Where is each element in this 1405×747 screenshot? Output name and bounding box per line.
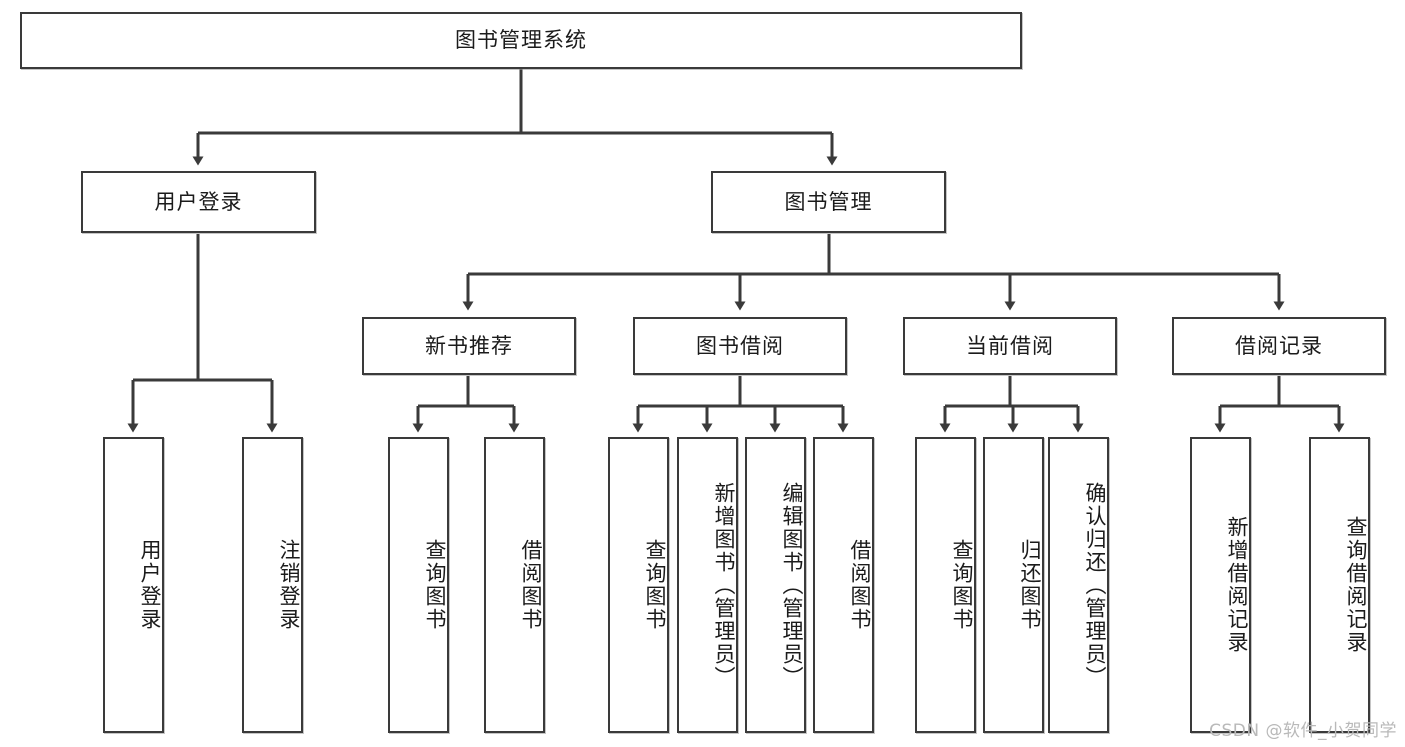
node-book-management-label: 图书管理 (784, 189, 873, 214)
leaf-user-login-login[interactable]: 用户登录 (103, 437, 164, 733)
leaf-borrow-record-add-record[interactable]: 新增借阅记录 (1190, 437, 1251, 733)
leaf-label: 编辑图书（管理员） (780, 481, 804, 689)
node-user-login-label: 用户登录 (154, 189, 243, 214)
leaf-label: 借阅图书 (519, 539, 543, 631)
leaf-label: 用户登录 (138, 539, 162, 631)
leaf-label: 查询图书 (950, 539, 974, 631)
leaf-borrow-record-query-record[interactable]: 查询借阅记录 (1309, 437, 1370, 733)
leaf-book-borrow-query-book[interactable]: 查询图书 (608, 437, 669, 733)
leaf-label: 查询借阅记录 (1344, 516, 1368, 654)
leaf-current-borrow-query-book[interactable]: 查询图书 (915, 437, 976, 733)
node-book-borrow-label: 图书借阅 (696, 333, 784, 358)
leaf-label: 确认归还（管理员） (1083, 481, 1107, 689)
node-borrow-record[interactable]: 借阅记录 (1172, 317, 1386, 375)
node-book-borrow[interactable]: 图书借阅 (633, 317, 847, 375)
leaf-user-login-logout[interactable]: 注销登录 (242, 437, 303, 733)
leaf-new-book-query-book[interactable]: 查询图书 (388, 437, 449, 733)
leaf-current-borrow-confirm-return-admin[interactable]: 确认归还（管理员） (1048, 437, 1109, 733)
csdn-watermark: CSDN @软件_小贺同学 (1209, 721, 1397, 741)
leaf-label: 借阅图书 (848, 539, 872, 631)
leaf-label: 新增借阅记录 (1225, 516, 1249, 654)
leaf-book-borrow-edit-book-admin[interactable]: 编辑图书（管理员） (745, 437, 806, 733)
leaf-current-borrow-return-book[interactable]: 归还图书 (983, 437, 1044, 733)
leaf-label: 查询图书 (643, 539, 667, 631)
leaf-label: 新增图书（管理员） (712, 481, 736, 689)
leaf-new-book-borrow-book[interactable]: 借阅图书 (484, 437, 545, 733)
node-user-login[interactable]: 用户登录 (81, 171, 316, 233)
node-borrow-record-label: 借阅记录 (1235, 333, 1323, 358)
leaf-label: 查询图书 (423, 539, 447, 631)
leaf-label: 注销登录 (277, 539, 301, 631)
leaf-book-borrow-borrow-book[interactable]: 借阅图书 (813, 437, 874, 733)
leaf-book-borrow-add-book-admin[interactable]: 新增图书（管理员） (677, 437, 738, 733)
node-current-borrow[interactable]: 当前借阅 (903, 317, 1117, 375)
node-new-book-recommend-label: 新书推荐 (425, 333, 513, 358)
leaf-label: 归还图书 (1018, 539, 1042, 631)
node-book-management[interactable]: 图书管理 (711, 171, 946, 233)
node-new-book-recommend[interactable]: 新书推荐 (362, 317, 576, 375)
node-current-borrow-label: 当前借阅 (966, 333, 1054, 358)
node-root[interactable]: 图书管理系统 (20, 12, 1022, 69)
node-root-label: 图书管理系统 (455, 28, 587, 53)
